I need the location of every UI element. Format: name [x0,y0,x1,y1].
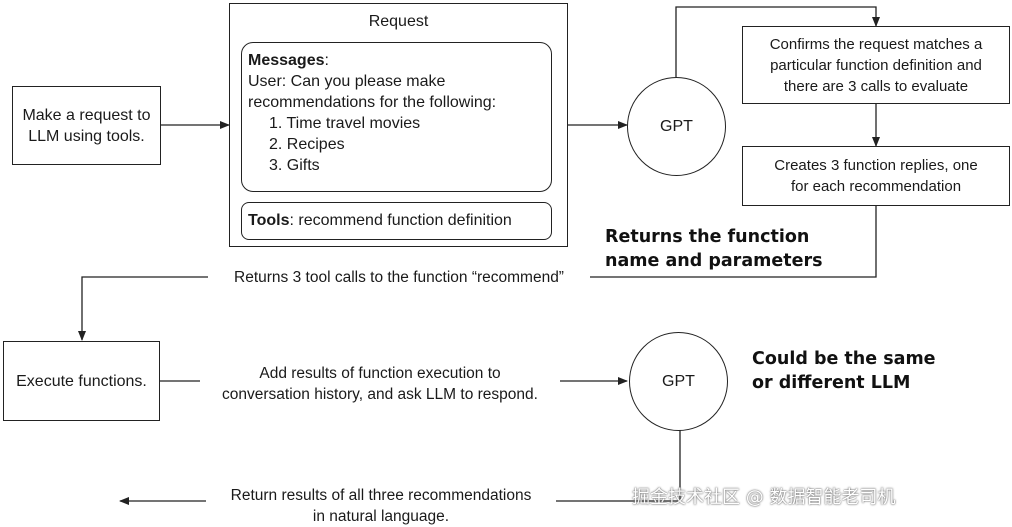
messages-item-3: 3. Gifts [269,157,320,174]
messages-box: Messages: User: Can you please make reco… [241,42,552,192]
confirms-box: Confirms the request matches a particula… [742,26,1010,104]
same-llm-line2: or different LLM [752,373,911,393]
gpt-circle-bottom: GPT [629,332,728,431]
tools-heading: Tools [248,212,290,229]
return-results-line1: Return results of all three recommendati… [230,487,532,504]
returns-tool-calls-label: Returns 3 tool calls to the function “re… [208,267,590,288]
execute-label: Execute functions. [16,372,147,390]
creates-line2: for each recommendation [790,178,962,195]
messages-heading-row: Messages: [248,50,551,71]
messages-item-2: 2. Recipes [269,136,345,153]
add-results-line1: Add results of function execution to [259,365,501,382]
return-results-label: Return results of all three recommendati… [206,485,556,527]
confirms-line3: there are 3 calls to evaluate [783,77,969,95]
gpt-top-label: GPT [660,117,693,135]
same-llm-note: Could be the same or different LLM [752,347,936,395]
line-creates-return [590,206,877,278]
messages-item-1: 1. Time travel movies [269,115,421,132]
creates-box: Creates 3 function replies, one for each… [742,146,1010,206]
request-box: Request Messages: User: Can you please m… [229,3,568,247]
returns-note-line2: name and parameters [605,251,823,271]
messages-line1: User: Can you please make [248,73,446,90]
arrow-gpt-to-confirms [675,6,880,77]
gpt-circle-top: GPT [627,77,726,176]
add-results-line2: conversation history, and ask LLM to res… [222,386,538,403]
tools-box: Tools: recommend function definition [241,202,552,240]
confirms-line2: particular function definition and [770,56,982,74]
request-title: Request [368,13,429,30]
confirms-line1: Confirms the request matches a [769,35,983,53]
add-results-label: Add results of function execution to con… [200,363,560,405]
return-results-line2: in natural language. [312,508,450,525]
same-llm-line1: Could be the same [752,349,936,369]
creates-line1: Creates 3 function replies, one [774,157,978,174]
make-request-line1: Make a request to [22,106,151,124]
make-request-box: Make a request to LLM using tools. [12,86,161,165]
messages-heading: Messages [248,52,325,69]
returns-note-line1: Returns the function [605,227,810,247]
gpt-bottom-label: GPT [662,372,695,390]
watermark: 掘金技术社区 @ 数据智能老司机 [632,487,896,508]
arrow-return-to-execute [78,276,208,341]
tools-text: : recommend function definition [289,212,512,229]
make-request-line2: LLM using tools. [28,127,145,145]
messages-line2: recommendations for the following: [248,94,497,111]
line-gpt-down [556,430,681,502]
messages-colon: : [324,52,329,69]
execute-functions-box: Execute functions. [3,341,160,421]
returns-function-note: Returns the function name and parameters [605,225,823,273]
